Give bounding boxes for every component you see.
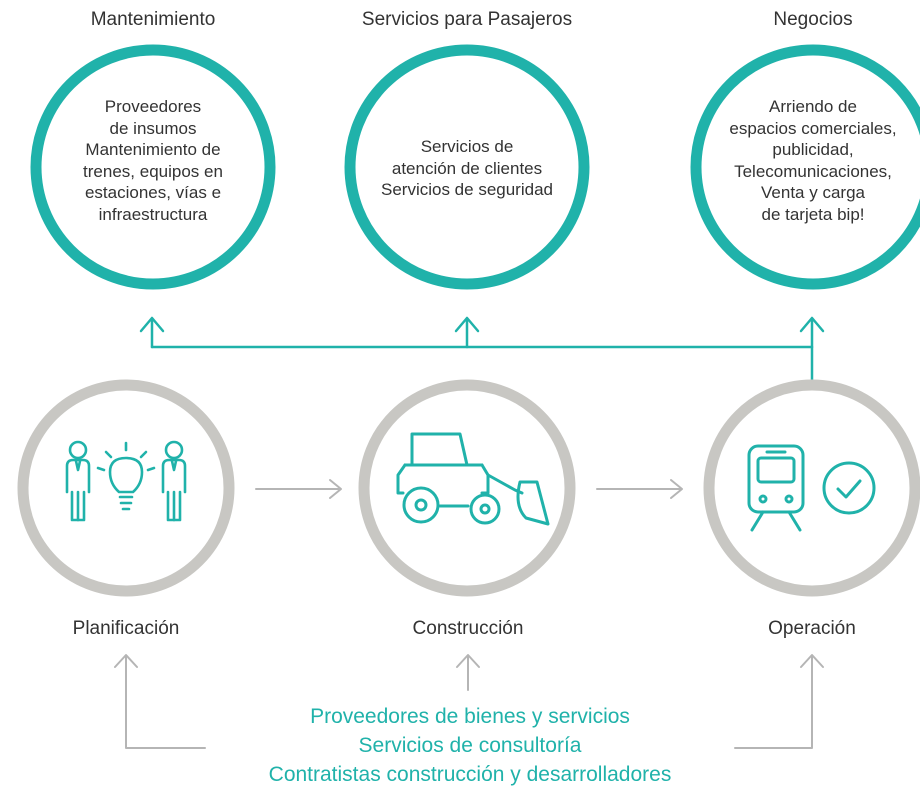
mantenimiento-line: Mantenimiento de — [85, 140, 221, 159]
negocios-title: Negocios — [773, 9, 853, 30]
negocios-line: de tarjeta bip! — [761, 204, 865, 224]
supplier-item: Contratistas construcción y desarrollado… — [268, 763, 672, 786]
negocios-line: Telecomunicaciones, — [734, 161, 892, 181]
servicios-pasajeros-title: Servicios para Pasajeros — [361, 9, 573, 30]
supplier-item: Servicios de consultoría — [358, 734, 582, 757]
servicios-pasajeros-line: Servicios de — [420, 137, 514, 156]
train-check-icon — [747, 444, 876, 532]
planificacion-circle — [17, 379, 235, 597]
operacion-circle — [703, 379, 920, 597]
supplier-arrows — [114, 654, 824, 749]
negocios-text: Arriendo de espacios comerciales, public… — [703, 96, 920, 225]
mantenimiento-line: infraestructura — [98, 204, 208, 224]
negocios-circle — [690, 44, 920, 290]
servicios-pasajeros-line: Servicios de seguridad — [381, 180, 553, 199]
supplier-item: Proveedores de bienes y servicios — [310, 705, 630, 728]
construccion-label: Construcción — [412, 618, 524, 639]
mantenimiento-line: trenes, equipos en — [83, 161, 223, 181]
teal-connector — [139, 316, 825, 389]
mantenimiento-line: Proveedores — [104, 97, 202, 116]
negocios-line: espacios comerciales, — [729, 118, 897, 138]
negocios-line: Arriendo de — [769, 97, 857, 116]
operacion-label: Operación — [768, 618, 856, 639]
negocios-line: Venta y carga — [761, 183, 865, 202]
mantenimiento-title: Mantenimiento — [90, 9, 216, 30]
construccion-circle — [358, 379, 576, 597]
servicios-pasajeros-circle — [344, 44, 590, 290]
arrow-up-servicios — [454, 316, 480, 333]
mantenimiento-line: estaciones, vías e — [84, 183, 222, 202]
mantenimiento-circle — [30, 44, 276, 290]
planificacion-label: Planificación — [72, 618, 180, 639]
servicios-pasajeros-line: atención de clientes — [391, 158, 543, 178]
mantenimiento-text: Proveedores de insumos Mantenimiento de … — [53, 96, 253, 225]
arrow-up-negocios — [799, 316, 825, 333]
bulldozer-icon — [396, 432, 550, 526]
people-idea-icon — [65, 440, 187, 522]
mantenimiento-line: de insumos — [109, 118, 197, 138]
negocios-line: publicidad, — [772, 140, 854, 159]
suppliers-list: Proveedores de bienes y servicios Servic… — [200, 702, 740, 789]
arrow-up-mantenimiento — [139, 316, 165, 333]
flow-arrows — [255, 479, 683, 499]
servicios-pasajeros-text: Servicios de atención de clientes Servic… — [357, 136, 577, 201]
